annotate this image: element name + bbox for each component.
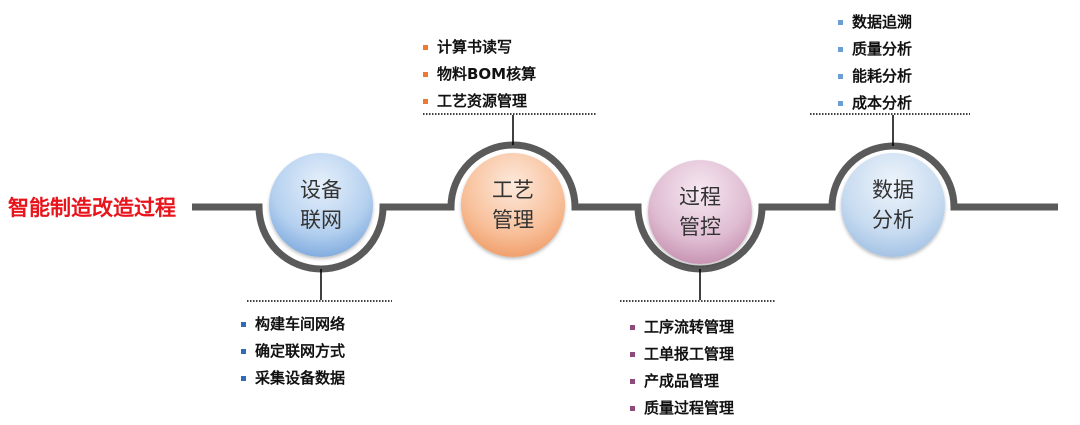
list-item: 确定联网方式 xyxy=(241,338,345,365)
list-item: 质量分析 xyxy=(838,36,912,63)
list-item: 物料BOM核算 xyxy=(423,61,536,88)
list-item-label: 成本分析 xyxy=(852,94,913,112)
list-process-control: 工序流转管理工单报工管理产成品管理质量过程管理 xyxy=(630,314,734,422)
bullet-icon xyxy=(838,47,843,52)
list-item: 能耗分析 xyxy=(838,63,912,90)
node-label: 工艺 xyxy=(492,178,534,202)
list-item: 采集设备数据 xyxy=(241,365,345,392)
node-process-management: 工艺管理 xyxy=(461,153,565,257)
diagram-title: 智能制造改造过程 xyxy=(8,196,176,220)
bullet-icon xyxy=(630,406,635,411)
list-process-management: 计算书读写物料BOM核算工艺资源管理 xyxy=(423,34,536,115)
list-item-label: 确定联网方式 xyxy=(255,342,346,360)
list-item-label: 工艺资源管理 xyxy=(437,92,528,110)
bullet-icon xyxy=(241,322,246,327)
list-item: 成本分析 xyxy=(838,90,912,117)
bullet-icon xyxy=(630,352,635,357)
list-item-label: 工单报工管理 xyxy=(644,345,735,363)
list-item-label: 数据追溯 xyxy=(852,13,913,31)
list-item: 构建车间网络 xyxy=(241,311,345,338)
list-item-label: 计算书读写 xyxy=(437,38,513,56)
list-item-label: 构建车间网络 xyxy=(255,315,346,333)
list-item-label: 工序流转管理 xyxy=(644,318,735,336)
bullet-icon xyxy=(838,74,843,79)
bullet-icon xyxy=(630,379,635,384)
bullet-icon xyxy=(630,325,635,330)
list-item: 工艺资源管理 xyxy=(423,88,536,115)
node-label: 过程 xyxy=(679,185,721,209)
list-item: 工单报工管理 xyxy=(630,341,734,368)
node-label: 设备 xyxy=(300,178,342,202)
bullet-icon xyxy=(838,101,843,106)
bullet-icon xyxy=(423,99,428,104)
list-item: 质量过程管理 xyxy=(630,395,734,422)
node-device-network: 设备联网 xyxy=(269,153,373,257)
list-item: 计算书读写 xyxy=(423,34,536,61)
node-label: 管控 xyxy=(679,215,721,239)
list-item-label: 能耗分析 xyxy=(852,67,913,85)
node-label: 联网 xyxy=(300,208,342,232)
list-item-label: 产成品管理 xyxy=(644,372,720,390)
bullet-icon xyxy=(838,20,843,25)
bullet-icon xyxy=(423,72,428,77)
list-data-analysis: 数据追溯质量分析能耗分析成本分析 xyxy=(838,9,912,117)
list-item-label: 质量分析 xyxy=(852,40,913,58)
node-process-control: 过程管控 xyxy=(648,160,752,264)
list-item: 数据追溯 xyxy=(838,9,912,36)
node-label: 分析 xyxy=(872,208,914,232)
node-data-analysis: 数据分析 xyxy=(841,153,945,257)
list-device-network: 构建车间网络确定联网方式采集设备数据 xyxy=(241,311,345,392)
bullet-icon xyxy=(241,349,246,354)
bullet-icon xyxy=(423,45,428,50)
node-label: 数据 xyxy=(872,178,914,202)
list-item-label: 物料BOM核算 xyxy=(437,65,537,83)
node-label: 管理 xyxy=(492,208,534,232)
list-item: 工序流转管理 xyxy=(630,314,734,341)
list-item: 产成品管理 xyxy=(630,368,734,395)
list-item-label: 采集设备数据 xyxy=(255,369,346,387)
bullet-icon xyxy=(241,376,246,381)
list-item-label: 质量过程管理 xyxy=(644,399,735,417)
